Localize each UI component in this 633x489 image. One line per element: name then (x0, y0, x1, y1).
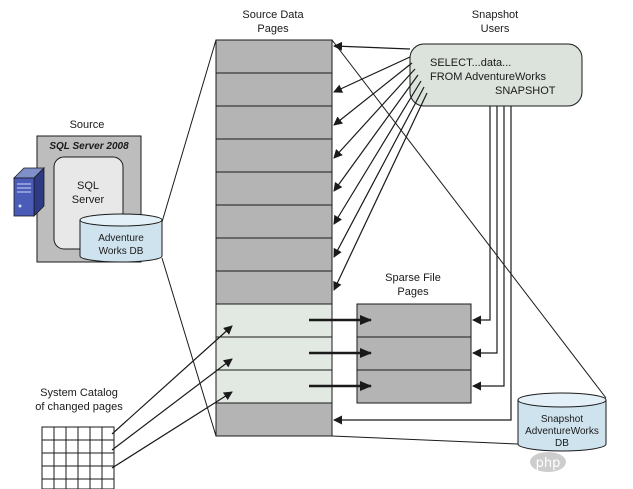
query-line-2: FROM AdventureWorks (430, 71, 546, 83)
adventureworks-db-label: Adventure (98, 233, 144, 244)
catalog-arrows (111, 325, 233, 469)
sparse-page (356, 303, 472, 338)
source-page (215, 402, 333, 437)
query-line-1: SELECT...data... (430, 57, 511, 69)
sql-server-label: SQL (77, 180, 99, 192)
sparse-page (356, 336, 472, 371)
sql-server-label-2: Server (72, 194, 105, 206)
snapshot-db-icon (517, 392, 607, 452)
query-read-arrows (333, 41, 428, 291)
source-page (215, 270, 333, 305)
php-watermark: php 中文网 (530, 452, 610, 472)
php-badge-text: php (536, 456, 561, 471)
query-sparse-arrows (333, 106, 512, 425)
expansion-line-top (161, 39, 217, 223)
snapshot-db-label-2: AdventureWorks (525, 426, 599, 437)
source-page (215, 105, 333, 140)
source-page (215, 204, 333, 239)
query-line-3: SNAPSHOT (495, 85, 556, 97)
source-page (215, 237, 333, 272)
snapshot-users-label: Snapshot (472, 9, 518, 21)
copy-on-write-arrows (309, 315, 372, 391)
source-label: Source (70, 119, 105, 131)
system-catalog-grid (41, 426, 115, 489)
sql-server-2008-label: SQL Server 2008 (49, 141, 129, 152)
sparse-file-pages-label: Sparse File (385, 272, 441, 284)
source-page (215, 171, 333, 206)
system-catalog-label-2: of changed pages (35, 401, 123, 413)
source-pages-column (215, 39, 333, 437)
snapshot-db-label-3: DB (555, 438, 569, 449)
server-icon (13, 167, 45, 217)
source-data-pages-label: Source Data (242, 9, 304, 21)
snapshot-expansion-top (331, 39, 607, 399)
source-page (215, 39, 333, 74)
adventureworks-db-label-2: Works DB (99, 246, 144, 257)
source-page (215, 138, 333, 173)
snapshot-users-label-2: Users (481, 23, 510, 35)
expansion-line-bottom (161, 257, 217, 437)
snapshot-db-label: Snapshot (541, 414, 583, 425)
source-data-pages-label-2: Pages (257, 23, 289, 35)
sparse-file-pages (356, 303, 472, 404)
sparse-file-pages-label-2: Pages (397, 286, 429, 298)
php-site-text: 中文网 (571, 456, 610, 471)
snapshot-expansion-bottom (331, 435, 519, 445)
system-catalog-label: System Catalog (40, 387, 118, 399)
source-page (215, 72, 333, 107)
php-badge-icon (530, 452, 566, 472)
adventureworks-db-icon (79, 213, 163, 263)
sparse-page (356, 369, 472, 404)
